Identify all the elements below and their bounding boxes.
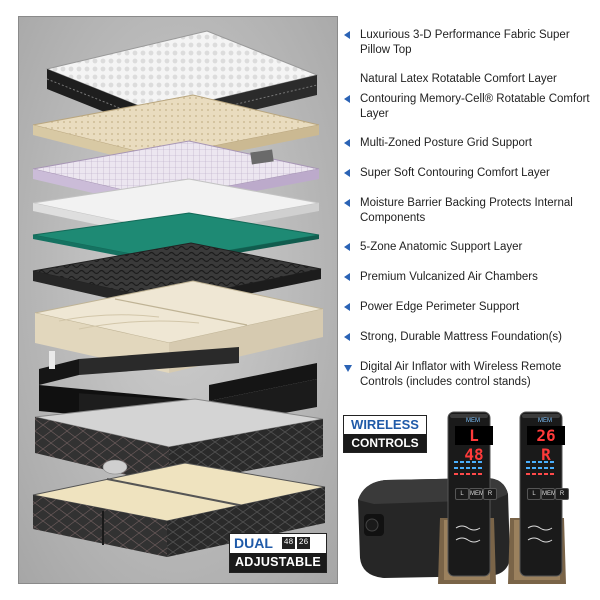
feature-item: Strong, Durable Mattress Foundation(s) bbox=[344, 330, 592, 345]
feature-text: Natural Latex Rotatable Comfort Layer bbox=[360, 73, 557, 85]
mattress-layers-illustration bbox=[32, 30, 326, 557]
dual-badge-top: DUAL 48 26 bbox=[230, 534, 326, 552]
dual-chip-right: 26 bbox=[297, 537, 310, 549]
remote-right-mem-label: MEM bbox=[538, 418, 552, 424]
feature-text: Luxurious 3-D Performance Fabric Super P… bbox=[360, 29, 570, 56]
feature-item: Luxurious 3-D Performance Fabric Super P… bbox=[344, 28, 592, 58]
adjustable-label: ADJUSTABLE bbox=[230, 553, 326, 572]
remote-right-mem-button[interactable]: MEM bbox=[541, 488, 556, 500]
left-arrow-icon bbox=[344, 303, 350, 311]
feature-item: 5-Zone Anatomic Support Layer bbox=[344, 240, 592, 255]
feature-text: Power Edge Perimeter Support bbox=[360, 301, 520, 313]
remote-right-right-button[interactable]: R bbox=[555, 488, 569, 500]
left-arrow-icon bbox=[344, 273, 350, 281]
feature-item: Multi-Zoned Posture Grid Support bbox=[344, 136, 592, 151]
feature-item: Premium Vulcanized Air Chambers bbox=[344, 270, 592, 285]
left-arrow-icon bbox=[344, 333, 350, 341]
feature-item: Power Edge Perimeter Support bbox=[344, 300, 592, 315]
feature-item: Contouring Memory-Cell® Rotatable Comfor… bbox=[344, 92, 592, 122]
feature-text: Digital Air Inflator with Wireless Remot… bbox=[360, 361, 562, 388]
mattress-layer-panel: DUAL 48 26 ADJUSTABLE bbox=[18, 16, 338, 584]
dual-label: DUAL bbox=[234, 535, 273, 551]
feature-text: Multi-Zoned Posture Grid Support bbox=[360, 137, 532, 149]
down-arrow-icon bbox=[344, 365, 352, 372]
feature-item: Digital Air Inflator with Wireless Remot… bbox=[344, 360, 592, 390]
left-arrow-icon bbox=[344, 169, 350, 177]
remote-right-display: 26 R bbox=[527, 426, 565, 464]
remote-left-mem-label: MEM bbox=[466, 418, 480, 424]
left-arrow-icon bbox=[344, 95, 350, 103]
feature-text: Strong, Durable Mattress Foundation(s) bbox=[360, 331, 562, 343]
remote-left-display: L 48 bbox=[455, 426, 493, 464]
left-arrow-icon bbox=[344, 31, 350, 39]
feature-item: Moisture Barrier Backing Protects Intern… bbox=[344, 196, 592, 226]
feature-text: 5-Zone Anatomic Support Layer bbox=[360, 241, 523, 253]
foundation-layer bbox=[32, 462, 326, 557]
feature-text: Contouring Memory-Cell® Rotatable Comfor… bbox=[360, 93, 590, 120]
remote-right-side-button[interactable]: L bbox=[527, 488, 541, 500]
remote-left-right-button[interactable]: R bbox=[483, 488, 497, 500]
wireless-controls-badge: WIRELESS CONTROLS bbox=[343, 415, 427, 453]
feature-text: Super Soft Contouring Comfort Layer bbox=[360, 167, 550, 179]
left-arrow-icon bbox=[344, 139, 350, 147]
feature-text: Premium Vulcanized Air Chambers bbox=[360, 271, 538, 283]
dual-adjustable-badge: DUAL 48 26 ADJUSTABLE bbox=[229, 533, 327, 573]
feature-item: Natural Latex Rotatable Comfort Layer bbox=[344, 72, 592, 87]
wireless-label: WIRELESS bbox=[351, 417, 419, 432]
feature-item: Super Soft Contouring Comfort Layer bbox=[344, 166, 592, 181]
remote-left-side-button[interactable]: L bbox=[455, 488, 469, 500]
dual-chip-left: 48 bbox=[282, 537, 295, 549]
left-arrow-icon bbox=[344, 199, 350, 207]
feature-text: Moisture Barrier Backing Protects Intern… bbox=[360, 197, 573, 224]
controls-label: CONTROLS bbox=[344, 434, 426, 452]
remote-left-mem-button[interactable]: MEM bbox=[469, 488, 484, 500]
left-arrow-icon bbox=[344, 243, 350, 251]
